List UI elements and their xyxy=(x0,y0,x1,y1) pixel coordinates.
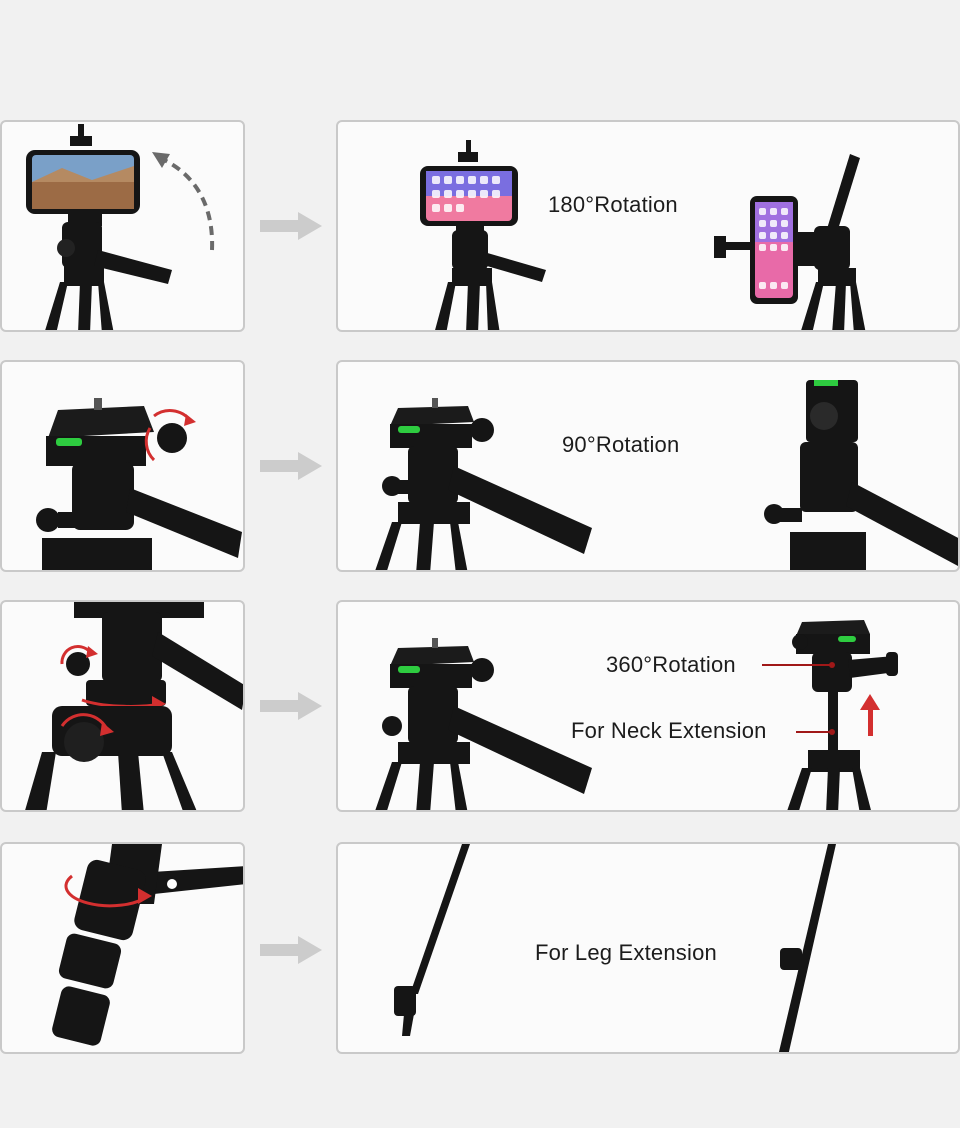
row2-left-panel xyxy=(0,360,245,572)
row1-right-panel: 180°Rotation xyxy=(336,120,960,332)
row1-left-panel xyxy=(0,120,245,332)
tripod-head-icon xyxy=(36,398,242,570)
up-arrow-icon xyxy=(860,694,880,710)
rotation-360-label: 360°Rotation xyxy=(606,652,736,677)
rotation-arrow-icon xyxy=(138,888,152,904)
tripod-head-icon xyxy=(375,380,958,570)
row4-left-panel xyxy=(0,842,245,1054)
rotation-180-label: 180°Rotation xyxy=(548,192,678,217)
tripod-head-icon xyxy=(25,602,243,810)
row3-right-panel: 360°Rotation For Neck Extension xyxy=(336,600,960,812)
phone-holder-icon xyxy=(26,124,215,330)
tripod-head-icon xyxy=(420,140,866,330)
row4-right-panel: For Leg Extension xyxy=(336,842,960,1054)
row2-right-panel: 90°Rotation xyxy=(336,360,960,572)
guide-arrow-icon xyxy=(260,212,322,240)
tripod-head-icon xyxy=(52,844,243,1046)
rotation-arrow-icon xyxy=(184,414,196,426)
guide-arrow-icon xyxy=(260,936,322,964)
guide-arrow-icon xyxy=(260,692,322,720)
guide-arrow-icon xyxy=(260,452,322,480)
tripod-leg-icon xyxy=(394,844,836,1052)
neck-extension-label: For Neck Extension xyxy=(571,718,767,743)
leg-extension-label: For Leg Extension xyxy=(535,940,717,965)
rotation-90-label: 90°Rotation xyxy=(562,432,680,457)
tripod-head-icon xyxy=(375,620,898,810)
row3-left-panel xyxy=(0,600,245,812)
